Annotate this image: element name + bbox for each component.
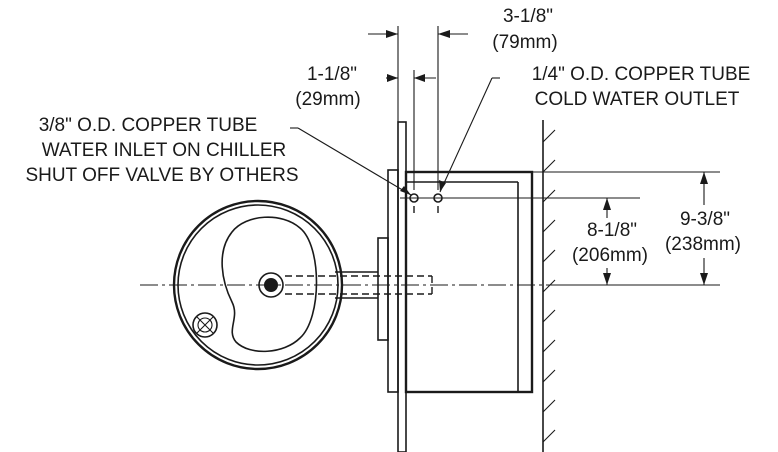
dim-1-1-8-metric: (29mm) xyxy=(295,89,360,110)
dim-9-3-8: 9-3/8" (238mm) xyxy=(532,171,741,286)
in-wall-box xyxy=(404,170,534,394)
dim-9-3-8-metric: (238mm) xyxy=(665,234,741,255)
inlet-callout-line2: WATER INLET ON CHILLER xyxy=(42,140,287,161)
inlet-callout-line3: SHUT OFF VALVE BY OTHERS xyxy=(25,165,298,186)
outlet-callout-line1: 1/4" O.D. COPPER TUBE xyxy=(532,64,751,85)
dim-3-1-8-value: 3-1/8" xyxy=(503,6,553,27)
dim-3-1-8-metric: (79mm) xyxy=(492,32,557,53)
dim-1-1-8: 1-1/8" (29mm) xyxy=(295,64,436,190)
dim-8-1-8: 8-1/8" (206mm) xyxy=(455,197,648,285)
outlet-callout: 1/4" O.D. COPPER TUBE COLD WATER OUTLET xyxy=(439,64,751,193)
dim-1-1-8-value: 1-1/8" xyxy=(307,64,357,85)
drain-pipe xyxy=(285,271,433,299)
inlet-callout-line1: 3/8" O.D. COPPER TUBE xyxy=(39,115,258,136)
push-button-icon xyxy=(192,312,218,338)
wall xyxy=(542,120,556,452)
dim-9-3-8-value: 9-3/8" xyxy=(680,209,730,230)
dim-3-1-8: 3-1/8" (79mm) xyxy=(368,6,558,190)
mounting-plate xyxy=(377,121,407,452)
dim-8-1-8-metric: (206mm) xyxy=(572,245,648,266)
outlet-callout-line2: COLD WATER OUTLET xyxy=(535,89,740,110)
dim-8-1-8-value: 8-1/8" xyxy=(587,220,637,241)
water-connections xyxy=(400,193,455,214)
inlet-callout: 3/8" O.D. COPPER TUBE WATER INLET ON CHI… xyxy=(25,115,412,196)
